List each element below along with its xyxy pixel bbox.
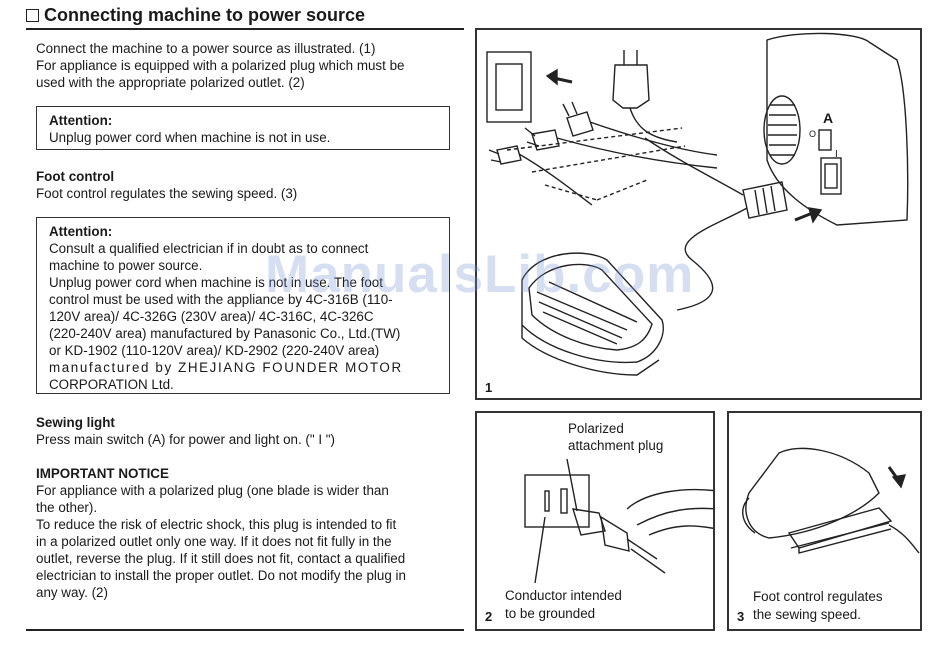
polarized-label: Polarized bbox=[568, 421, 624, 436]
attention-box-1: Attention: Unplug power cord when machin… bbox=[36, 106, 450, 150]
polarized-plug-icon bbox=[572, 508, 606, 536]
notice-line: any way. (2) bbox=[36, 585, 108, 600]
important-notice-section: IMPORTANT NOTICE For appliance with a po… bbox=[36, 465, 450, 601]
attention-box-2: Attention: Consult a qualified electrici… bbox=[36, 217, 450, 394]
foot-control-label: Foot control regulates bbox=[753, 589, 883, 604]
switch-on-mark: I bbox=[835, 149, 838, 160]
checkbox-icon bbox=[26, 9, 39, 22]
figure-number: 3 bbox=[737, 609, 745, 624]
bottom-divider bbox=[26, 629, 464, 631]
attention-line: machine to power source. bbox=[49, 258, 203, 273]
sewing-light-text: Press main switch (A) for power and ligh… bbox=[36, 432, 335, 447]
adapter-plug-icon bbox=[612, 64, 650, 109]
intro-line: For appliance is equipped with a polariz… bbox=[36, 58, 405, 73]
polarized-outlet-icon bbox=[524, 474, 590, 528]
sewing-machine-icon bbox=[766, 32, 909, 226]
attention-heading: Attention: bbox=[49, 113, 113, 128]
shoe-icon bbox=[745, 447, 880, 539]
grounded-label: to be grounded bbox=[505, 606, 596, 621]
figure-number: 2 bbox=[485, 609, 493, 624]
notice-line: in a polarized outlet only one way. If i… bbox=[36, 534, 392, 549]
watermark: ManualsLib.com bbox=[265, 245, 695, 304]
attention-heading: Attention: bbox=[49, 224, 113, 239]
attention-line: Unplug power cord when machine is not in… bbox=[49, 275, 383, 290]
foot-pedal-icon bbox=[787, 507, 893, 549]
attention-line: CORPORATION Ltd. bbox=[49, 377, 174, 392]
wall-outlet-icon bbox=[486, 51, 532, 123]
figure-1-illustration bbox=[486, 32, 909, 376]
notice-line: For appliance with a polarized plug (one… bbox=[36, 483, 389, 498]
figure-2-illustration bbox=[524, 458, 713, 584]
page-title: Connecting machine to power source bbox=[26, 4, 464, 30]
intro-line: Connect the machine to a power source as… bbox=[36, 41, 376, 56]
attention-line: or KD-1902 (110-120V area)/ KD-2902 (220… bbox=[49, 343, 380, 358]
figure-3: Foot control regulates the sewing speed.… bbox=[727, 411, 922, 631]
switch-label-a: A bbox=[823, 110, 834, 126]
down-arrow-icon bbox=[891, 474, 907, 489]
plug-icon bbox=[566, 111, 594, 137]
figure-1: A O I 1 bbox=[475, 28, 922, 400]
attention-line: control must be used with the appliance … bbox=[49, 292, 393, 307]
attention-line: (220-240V area) manufactured by Panasoni… bbox=[49, 326, 401, 341]
notice-line: electrician to install the proper outlet… bbox=[36, 568, 406, 583]
notice-line: To reduce the risk of electric shock, th… bbox=[36, 517, 397, 532]
switch-off-mark: O bbox=[809, 129, 817, 139]
foot-pedal-icon bbox=[521, 252, 664, 364]
intro-paragraph: Connect the machine to a power source as… bbox=[36, 40, 450, 91]
notice-line: outlet, reverse the plug. If it still do… bbox=[36, 551, 406, 566]
figure-number: 1 bbox=[485, 380, 493, 395]
attention-line: Consult a qualified electrician if in do… bbox=[49, 241, 369, 256]
attention-line: 120V area)/ 4C-326G (230V area)/ 4C-316C… bbox=[49, 309, 374, 324]
sewing-light-section: Sewing light Press main switch (A) for p… bbox=[36, 414, 450, 448]
foot-control-section: Foot control Foot control regulates the … bbox=[36, 168, 450, 202]
page-title-text: Connecting machine to power source bbox=[44, 5, 366, 25]
hand-icon bbox=[626, 488, 713, 536]
conductor-label: Conductor intended bbox=[505, 588, 622, 603]
figure-2: Polarized attachment plug Conductor inte… bbox=[475, 411, 715, 631]
sewing-speed-label: the sewing speed. bbox=[753, 607, 861, 622]
attachment-plug-label: attachment plug bbox=[568, 438, 664, 453]
intro-line: used with the appropriate polarized outl… bbox=[36, 75, 305, 90]
main-switch-icon bbox=[818, 129, 832, 151]
attention-line: manufactured by ZHEJIANG FOUNDER MOTOR bbox=[49, 360, 403, 375]
attention-text: Unplug power cord when machine is not in… bbox=[49, 130, 331, 145]
sewing-light-heading: Sewing light bbox=[36, 415, 115, 430]
important-notice-heading: IMPORTANT NOTICE bbox=[36, 466, 169, 481]
foot-control-heading: Foot control bbox=[36, 169, 115, 184]
figure-3-illustration bbox=[742, 447, 920, 554]
foot-control-text: Foot control regulates the sewing speed.… bbox=[36, 186, 298, 201]
notice-line: the other). bbox=[36, 500, 98, 515]
